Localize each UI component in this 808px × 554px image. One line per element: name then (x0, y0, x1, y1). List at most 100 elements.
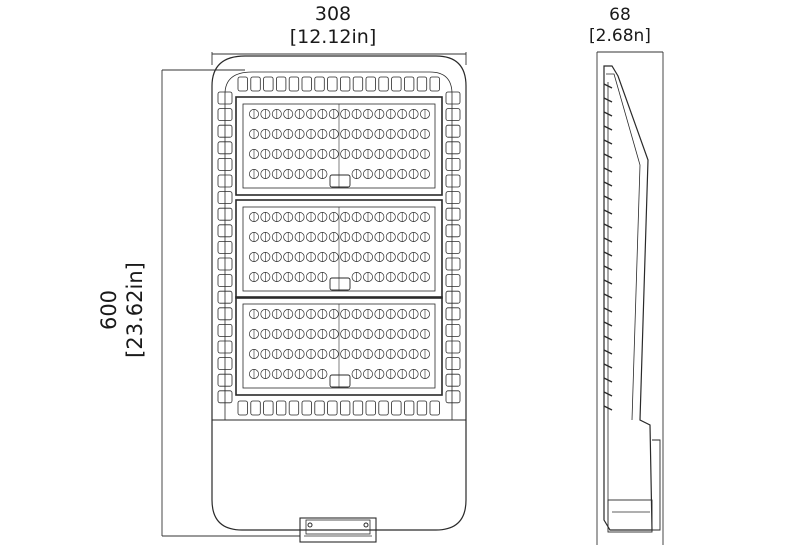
fin (250, 76, 261, 92)
side-fin (603, 223, 613, 229)
side-bracket (607, 499, 653, 533)
fin (217, 91, 233, 105)
side-fin (603, 335, 613, 341)
side-profile-inner (606, 73, 641, 421)
fin (250, 400, 261, 416)
module-connector (329, 174, 351, 188)
fin (217, 224, 233, 238)
height-dimension: 600 [23.62in] (97, 262, 147, 358)
side-fin (603, 265, 613, 271)
side-fin (603, 363, 613, 369)
heatsink-fins-right (445, 91, 461, 404)
led-module (235, 199, 443, 299)
side-fin (603, 321, 613, 327)
fin (445, 240, 461, 254)
fin (263, 76, 274, 92)
side-fin (603, 97, 613, 103)
fin (445, 141, 461, 155)
fin (339, 400, 351, 416)
depth-dimension-in: [2.68n] (589, 26, 651, 46)
fin (352, 400, 364, 416)
fin (217, 274, 233, 288)
fin (445, 340, 461, 354)
heatsink-fins-left (217, 91, 233, 404)
fin (365, 400, 376, 416)
width-dimension-in: [12.12in] (290, 26, 377, 48)
side-fin (603, 167, 613, 173)
dimension-lines (161, 51, 664, 545)
fin (445, 124, 461, 138)
fin (445, 207, 461, 221)
fin (217, 390, 233, 404)
fin (217, 373, 233, 387)
fin (288, 76, 300, 92)
fin (391, 400, 402, 416)
fin (217, 357, 233, 371)
fin (327, 76, 338, 92)
fin (445, 323, 461, 337)
side-fin (603, 293, 613, 299)
side-fin (603, 111, 613, 117)
side-fin (603, 307, 613, 313)
fin (314, 400, 325, 416)
fin (445, 108, 461, 121)
side-fin (603, 237, 613, 243)
depth-dimension-mm: 68 (609, 5, 631, 25)
led-module (235, 296, 443, 396)
fin (275, 76, 287, 92)
module-frame (235, 199, 443, 299)
side-fin (603, 153, 613, 159)
fin (445, 373, 461, 387)
fin (217, 340, 233, 354)
fin (217, 108, 233, 121)
fin (445, 274, 461, 288)
fin (445, 257, 461, 271)
fin (403, 76, 415, 92)
fin (217, 191, 233, 205)
housing-outline (211, 55, 467, 531)
fin (445, 390, 461, 404)
fin (378, 400, 389, 416)
mounting-bracket-slot (305, 519, 371, 535)
fin (237, 76, 248, 92)
fin (217, 290, 233, 304)
fin (314, 76, 325, 92)
fin (445, 157, 461, 171)
side-fin (603, 377, 613, 383)
side-fin (603, 139, 613, 145)
side-fin (603, 83, 613, 89)
side-fin (603, 209, 613, 215)
width-dimension-mm: 308 (315, 3, 351, 25)
side-view (603, 65, 661, 533)
fin (301, 76, 312, 92)
fin (237, 400, 248, 416)
side-fin (603, 181, 613, 187)
housing-inner-outline (224, 71, 453, 421)
bracket-bolt-right (363, 522, 369, 528)
fin (217, 323, 233, 337)
front-view (211, 55, 467, 543)
fin (445, 307, 461, 321)
fin (217, 307, 233, 321)
side-fin (603, 279, 613, 285)
side-fin (603, 405, 613, 411)
module-frame (235, 296, 443, 396)
bracket-bolt-left (307, 522, 313, 528)
fin (217, 141, 233, 155)
fin (217, 157, 233, 171)
fin (378, 76, 389, 92)
fin (365, 76, 376, 92)
side-fin (603, 195, 613, 201)
side-fin (603, 251, 613, 257)
fin (445, 191, 461, 205)
module-connector (329, 277, 351, 291)
fin (327, 400, 338, 416)
fin (288, 400, 300, 416)
fin (403, 400, 415, 416)
module-connector (329, 374, 351, 388)
height-dimension-in: [23.62in] (123, 262, 147, 358)
fin (445, 357, 461, 371)
fin (217, 240, 233, 254)
height-dimension-mm: 600 (97, 290, 121, 330)
